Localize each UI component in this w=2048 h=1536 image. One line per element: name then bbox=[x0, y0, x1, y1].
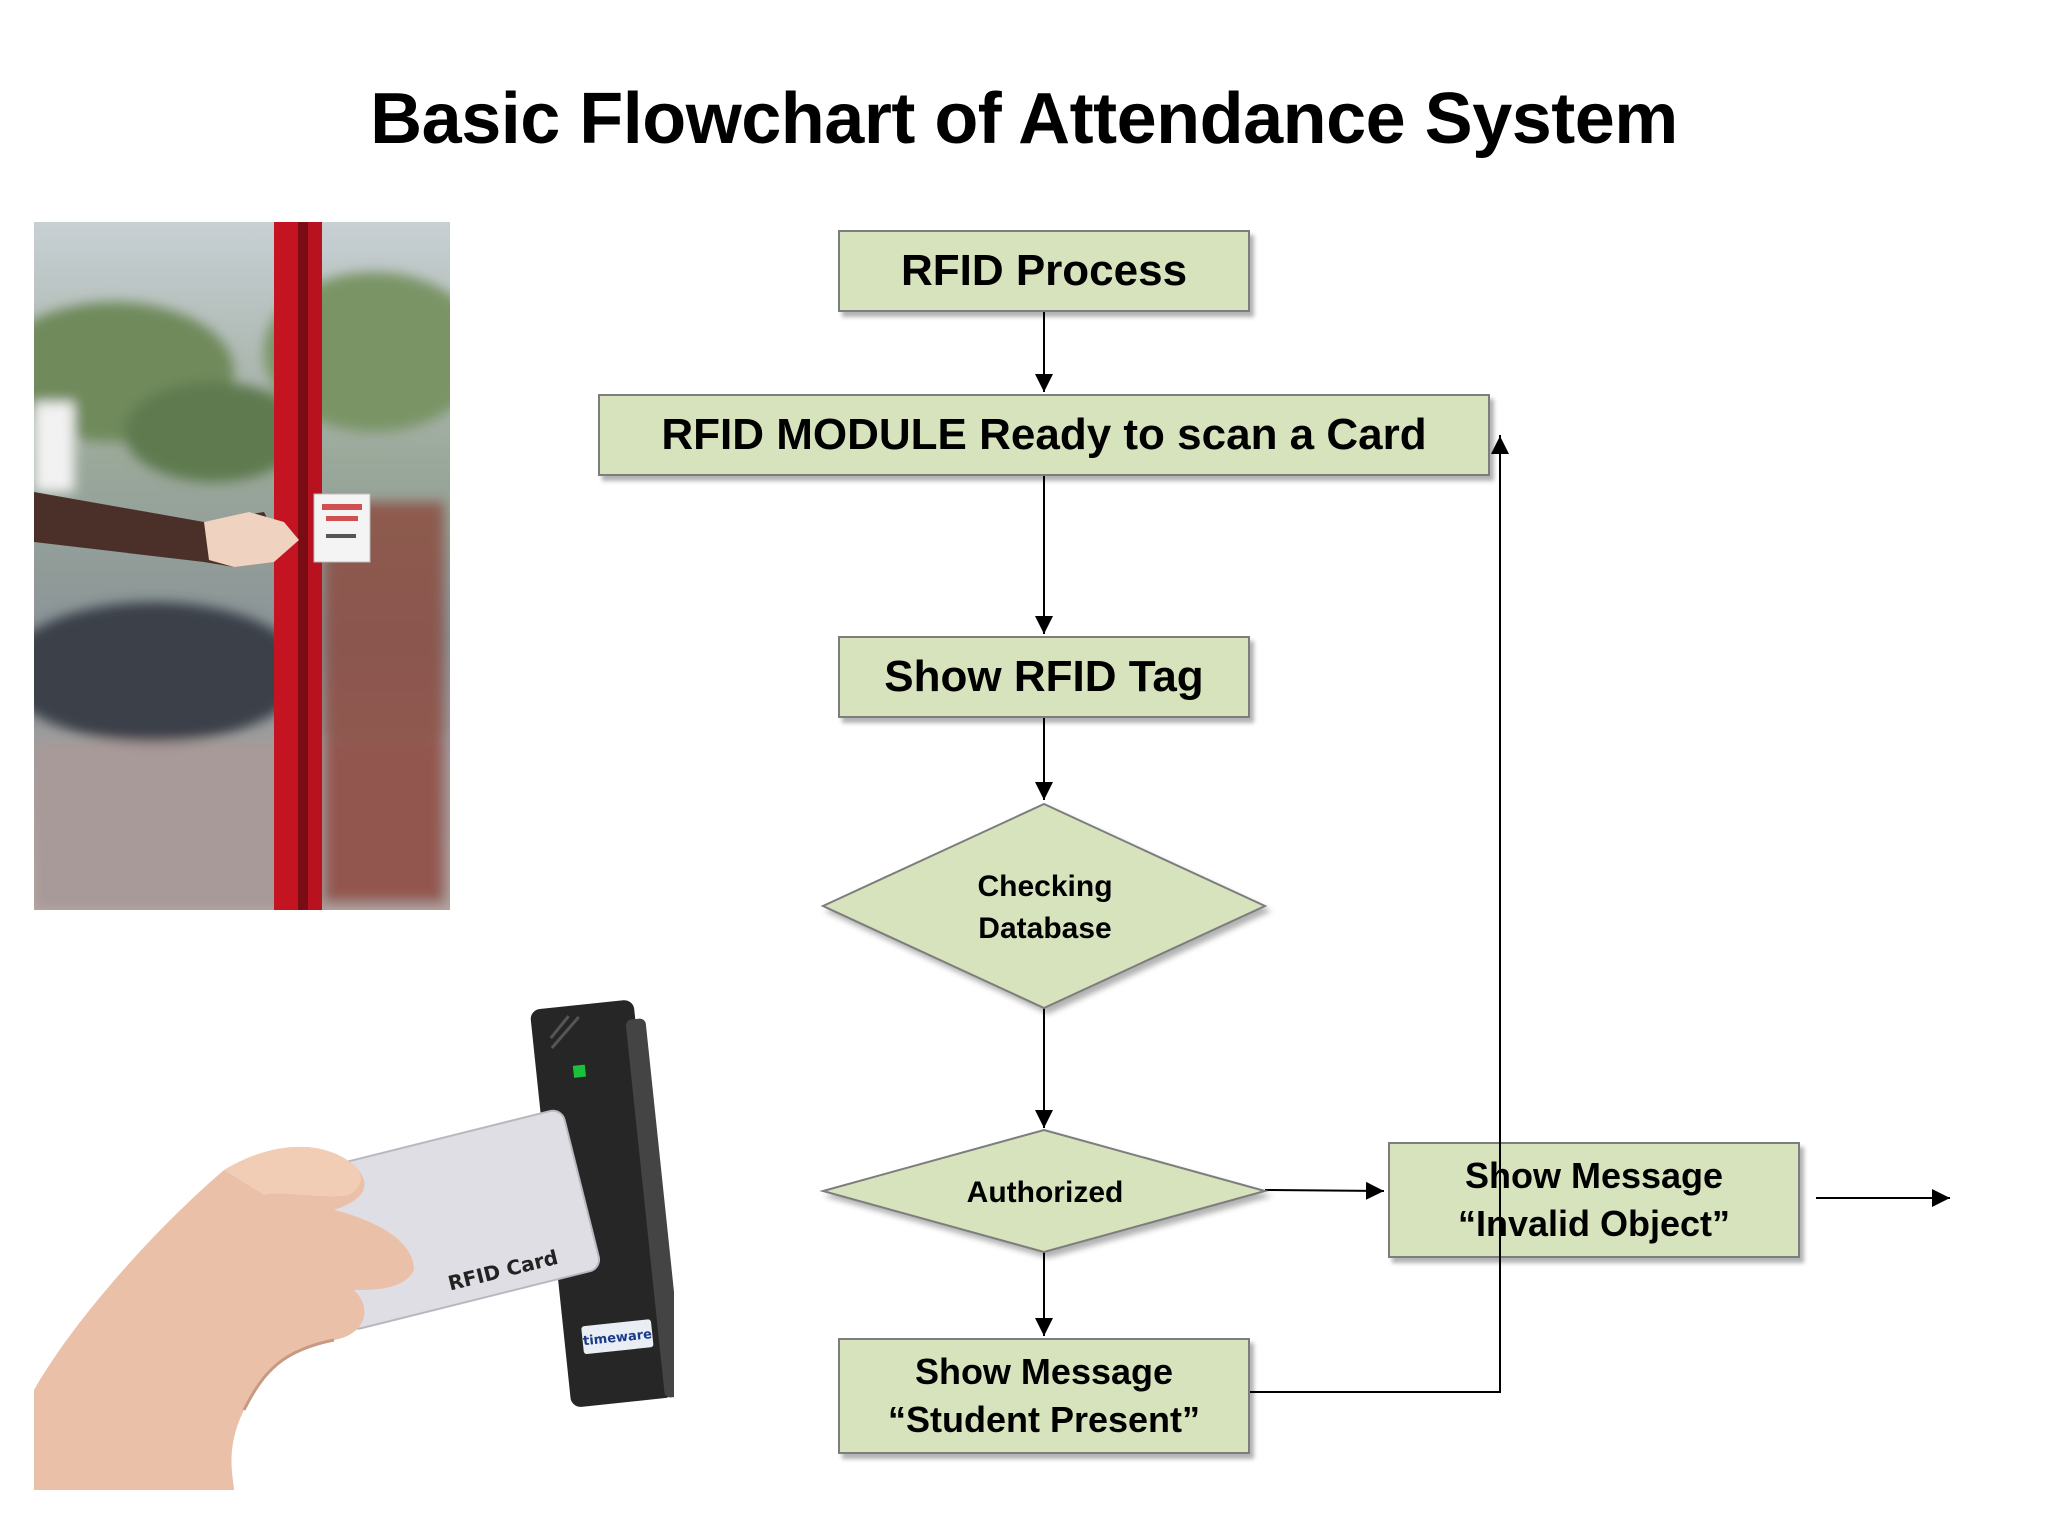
reader-brand-label: timeware bbox=[582, 1327, 652, 1349]
arrow-authorized-to-invalid bbox=[1264, 1181, 1385, 1200]
checking-database-diamond bbox=[820, 802, 1268, 1010]
show-rfid-tag-box: Show RFID Tag bbox=[838, 636, 1250, 718]
authorized-label: Authorized bbox=[966, 1176, 1124, 1209]
invalid-object-box: Show Message “Invalid Object” bbox=[1388, 1142, 1800, 1258]
invalid-object-line-2: “Invalid Object” bbox=[1457, 1203, 1731, 1244]
invalid-object-line-1: Show Message bbox=[1464, 1155, 1724, 1196]
student-present-line-2: “Student Present” bbox=[887, 1399, 1201, 1440]
rfid-process-box: RFID Process bbox=[838, 230, 1250, 312]
student-present-line-1: Show Message bbox=[914, 1351, 1174, 1392]
module-ready-box: RFID MODULE Ready to scan a Card bbox=[598, 394, 1490, 476]
loop-back-line bbox=[1250, 435, 1501, 1393]
door-access-photo bbox=[34, 222, 450, 910]
authorized-diamond bbox=[819, 1128, 1269, 1254]
rfid-reader-photo: timeware RFID Card bbox=[34, 1000, 674, 1490]
checking-database-line-1: Checking bbox=[977, 870, 1113, 903]
page-title: Basic Flowchart of Attendance System bbox=[370, 79, 1678, 159]
checking-database-label: Checking Database bbox=[845, 866, 1245, 950]
student-present-box: Show Message “Student Present” bbox=[838, 1338, 1250, 1454]
checking-database-line-2: Database bbox=[978, 912, 1112, 945]
